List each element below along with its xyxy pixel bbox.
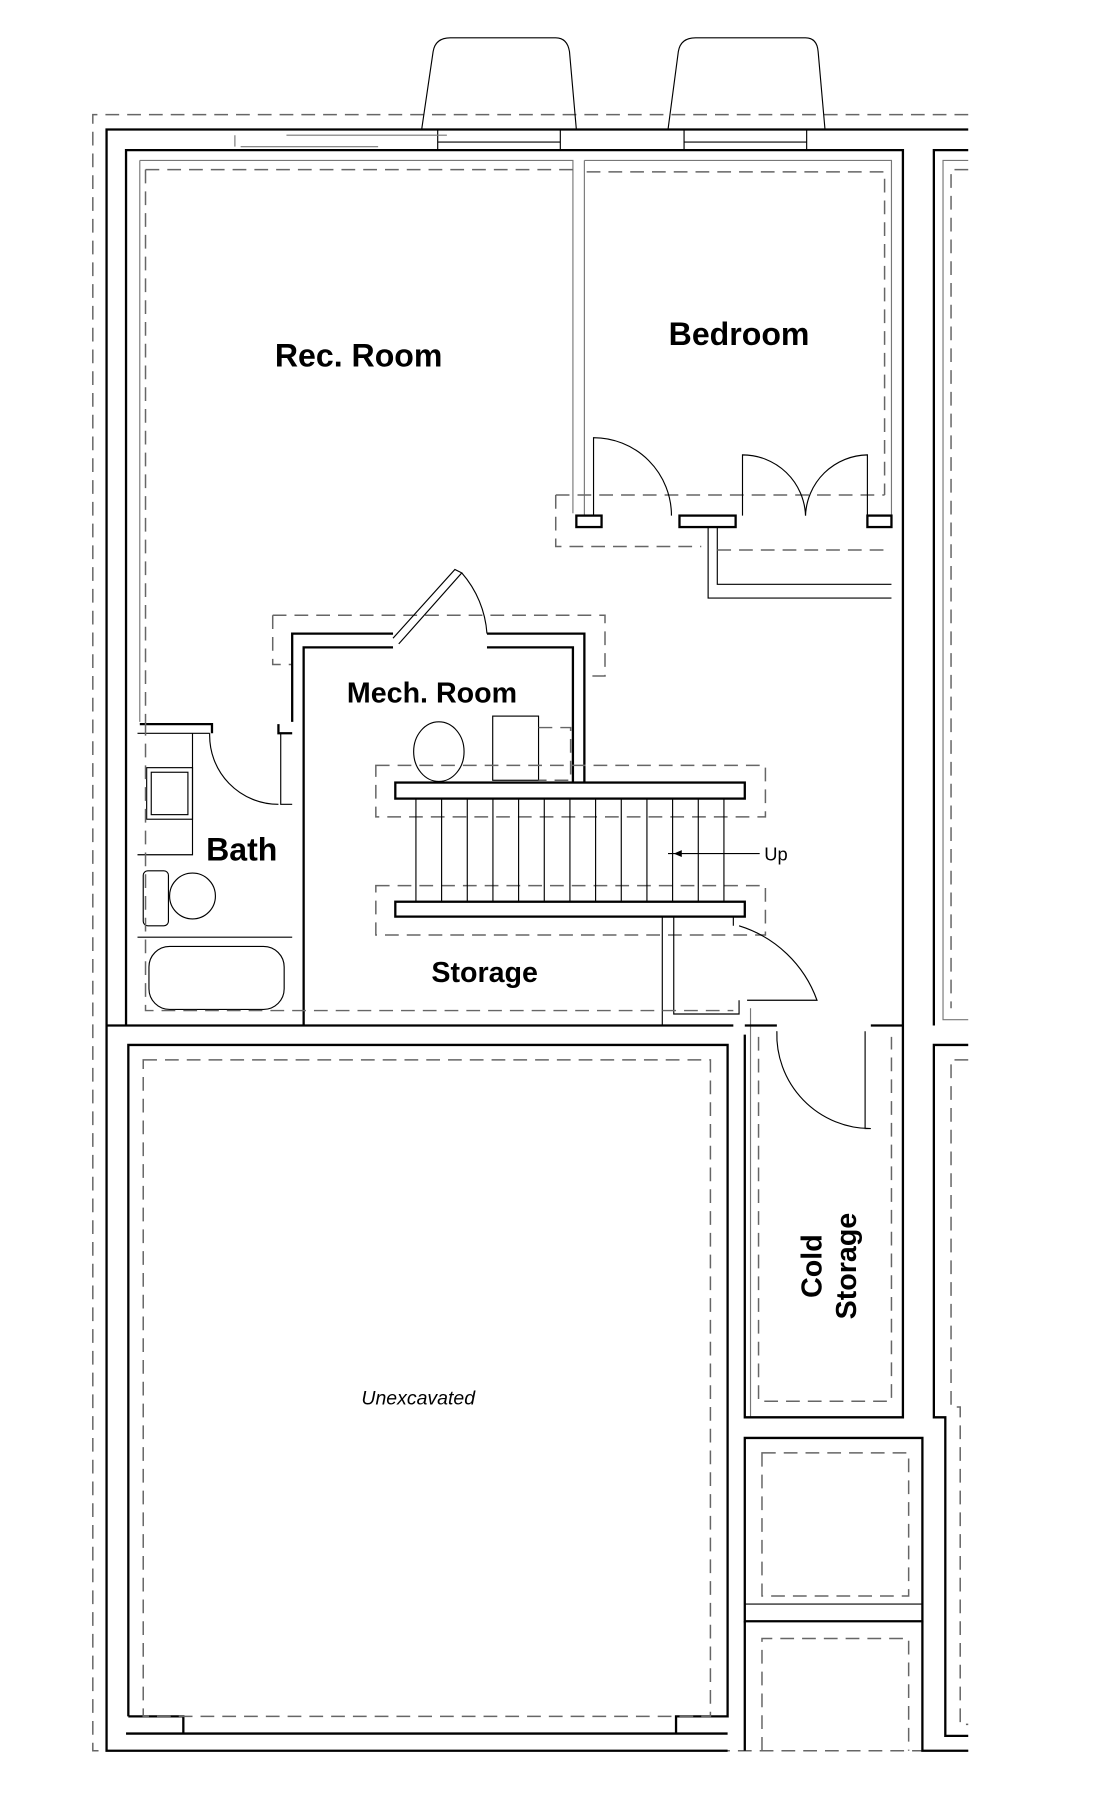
rec-room xyxy=(139,159,574,722)
bathtub xyxy=(148,945,285,1010)
cold-storage-label-line1: Cold xyxy=(797,1234,829,1298)
staircase: Up xyxy=(375,764,788,936)
bedroom-label: Bedroom xyxy=(669,316,810,352)
exterior-walls xyxy=(105,128,969,1752)
wall-stub xyxy=(575,514,603,529)
neighbor-unit xyxy=(932,159,969,1737)
bedroom xyxy=(554,159,893,599)
bath xyxy=(137,721,734,1012)
water-heater xyxy=(413,721,465,782)
rec-room-label: Rec. Room xyxy=(275,338,443,374)
lower-boxes xyxy=(743,1436,969,1752)
unexcavated-label: Unexcavated xyxy=(361,1388,476,1410)
storage xyxy=(661,916,818,1418)
cold-storage xyxy=(743,1024,905,1419)
furnace xyxy=(492,715,540,781)
window-wells xyxy=(234,37,826,151)
sink xyxy=(146,767,194,820)
unexcavated-area xyxy=(126,1043,729,1735)
toilet-tank xyxy=(142,870,170,927)
bath-label: Bath xyxy=(206,831,277,867)
mech-door xyxy=(392,568,463,645)
footprint-outline xyxy=(92,113,969,1752)
toilet-bowl xyxy=(169,872,216,920)
storage-label: Storage xyxy=(431,957,538,989)
stair-up-label: Up xyxy=(764,843,787,864)
cold-storage-label-line2: Storage xyxy=(831,1213,863,1320)
mech-room-label: Mech. Room xyxy=(347,677,517,709)
